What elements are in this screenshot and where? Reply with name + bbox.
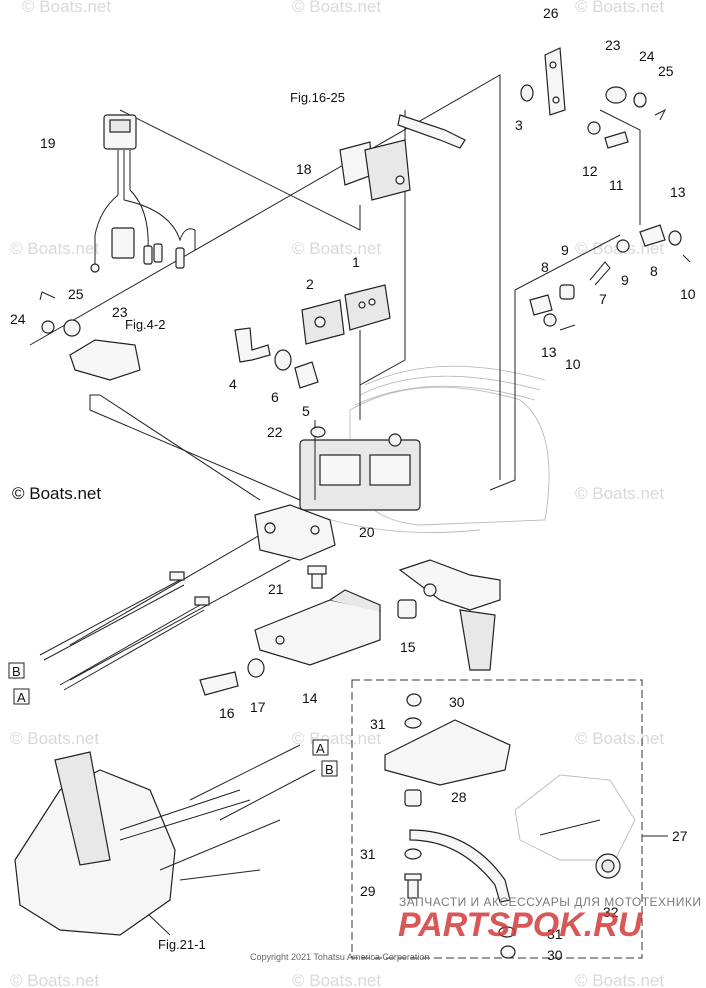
- part-14-bracket: [254, 589, 381, 666]
- marker-a-right: A: [316, 741, 325, 756]
- callout-31b: 31: [360, 846, 376, 862]
- callout-24b: 24: [10, 311, 26, 327]
- part-21-bolt: [307, 565, 327, 589]
- part-19-harness: [90, 114, 196, 273]
- callout-8b: 8: [650, 263, 658, 279]
- part-15-bushing: [397, 599, 417, 619]
- callout-8a: 8: [541, 259, 549, 275]
- callout-30b: 30: [547, 947, 563, 963]
- watermark: © Boats.net: [292, 971, 381, 988]
- callout-23a: 23: [605, 37, 621, 53]
- callout-27: 27: [672, 828, 688, 844]
- callout-10a: 10: [565, 356, 581, 372]
- fig-ref-4-2: Fig.4-2: [125, 317, 165, 332]
- ru-banner: ЗАПЧАСТИ И АКСЕССУАРЫ ДЛЯ МОТОТЕХНИКИ: [399, 895, 701, 909]
- copyright-footer: Copyright 2021 Tohatsu America Corporati…: [250, 952, 429, 962]
- copyright-mark: © Boats.net: [12, 484, 101, 503]
- cable-markers: B A A B: [8, 662, 338, 777]
- callout-2: 2: [306, 276, 314, 292]
- figure-refs: Fig.16-25 Fig.4-2 Fig.21-1: [125, 90, 345, 952]
- fig-ref-16-25: Fig.16-25: [290, 90, 345, 105]
- callout-15: 15: [400, 639, 416, 655]
- callout-31a: 31: [370, 716, 386, 732]
- part-16-bolt: [199, 658, 265, 696]
- marker-b-left: B: [12, 664, 21, 679]
- watermark: © Boats.net: [10, 239, 99, 258]
- watermark: © Boats.net: [575, 0, 664, 16]
- watermark: © Boats.net: [292, 239, 381, 258]
- ru-logo: PARTSPOK.RU: [398, 906, 644, 944]
- watermark: © Boats.net: [575, 729, 664, 748]
- watermark: © Boats.net: [22, 0, 111, 16]
- leader-lines: [29, 74, 641, 936]
- callout-16: 16: [219, 705, 235, 721]
- callout-14: 14: [302, 690, 318, 706]
- watermark: © Boats.net: [10, 729, 99, 748]
- callout-25b: 25: [68, 286, 84, 302]
- callout-26: 26: [543, 5, 559, 21]
- callout-5: 5: [302, 403, 310, 419]
- part-4-bolt: [234, 327, 326, 438]
- callout-24a: 24: [639, 48, 655, 64]
- callout-13a: 13: [670, 184, 686, 200]
- callout-13b: 13: [541, 344, 557, 360]
- callout-9a: 9: [561, 242, 569, 258]
- callout-17: 17: [250, 699, 266, 715]
- callouts: 1 2 3 4 5 6 7 8 8 9 9 10 10 11 12 13 13 …: [10, 5, 696, 963]
- steering-arm: [398, 559, 501, 671]
- control-cables: [39, 571, 210, 691]
- callout-31c: 31: [547, 926, 563, 942]
- part-20-bracket: [254, 504, 336, 561]
- callout-30a: 30: [449, 694, 465, 710]
- engine-outline: [299, 365, 550, 533]
- callout-11: 11: [609, 177, 624, 193]
- fig16-bracket: [397, 114, 466, 149]
- fig4-part: [39, 291, 141, 381]
- marker-b-right: B: [325, 762, 334, 777]
- callout-18: 18: [296, 161, 312, 177]
- callout-1: 1: [352, 254, 360, 270]
- watermark: © Boats.net: [292, 729, 381, 748]
- callout-21: 21: [268, 581, 284, 597]
- callout-3: 3: [515, 117, 523, 133]
- watermark: © Boats.net: [292, 0, 381, 16]
- callout-12: 12: [582, 163, 598, 179]
- part-1-2-mounts: [301, 284, 391, 345]
- part-18-bracket: [339, 139, 411, 201]
- callout-22: 22: [267, 424, 283, 440]
- callout-6: 6: [271, 389, 279, 405]
- callout-7: 7: [599, 291, 607, 307]
- callout-25a: 25: [658, 63, 674, 79]
- callout-10b: 10: [680, 286, 696, 302]
- watermark: © Boats.net: [575, 971, 664, 988]
- watermark: © Boats.net: [10, 971, 99, 988]
- watermark: © Boats.net: [575, 484, 664, 503]
- callout-23b: 23: [112, 304, 128, 320]
- callout-32: 32: [603, 904, 619, 920]
- callout-20: 20: [359, 524, 375, 540]
- remote-control-box: [14, 751, 281, 936]
- kit-27-box: [351, 679, 668, 959]
- marker-a-left: A: [17, 690, 26, 705]
- callout-28: 28: [451, 789, 467, 805]
- callout-19: 19: [40, 135, 56, 151]
- callout-4: 4: [229, 376, 237, 392]
- callout-9b: 9: [621, 272, 629, 288]
- fig-ref-21-1: Fig.21-1: [158, 937, 206, 952]
- callout-29: 29: [360, 883, 376, 899]
- linkage-parts: [520, 47, 691, 331]
